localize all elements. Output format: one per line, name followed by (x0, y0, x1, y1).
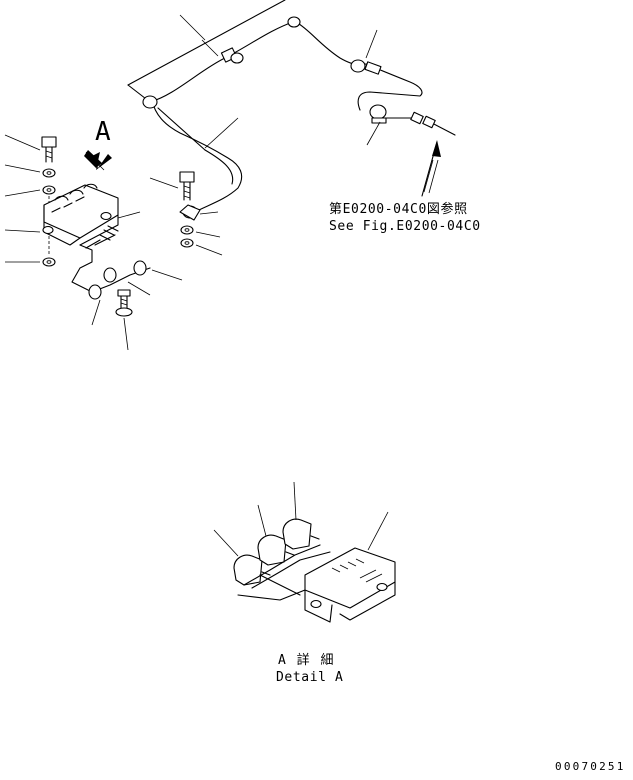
screw-lower (115, 289, 133, 317)
reference-arrow (421, 140, 441, 197)
harness-connectors-lower (88, 225, 147, 300)
washers-right (180, 225, 194, 248)
drawing-number: 00070251 (555, 760, 626, 773)
detail-caption-en: Detail A (276, 670, 343, 685)
view-label-a: A (95, 117, 111, 147)
bolt-right (179, 171, 195, 201)
relay-bracket-upper (42, 183, 151, 293)
reference-jp: 第E0200-04C0図参照 (329, 201, 468, 217)
wiring-harness (127, 0, 456, 213)
harness-clamps (142, 16, 436, 221)
detail-a-drawing (233, 518, 396, 623)
leader-lines-detail (213, 481, 389, 557)
reference-en: See Fig.E0200-04C0 (329, 219, 481, 234)
detail-caption-jp: A 詳 細 (278, 652, 335, 668)
leader-lines-upper (4, 14, 381, 351)
view-arrow-a (84, 150, 112, 171)
